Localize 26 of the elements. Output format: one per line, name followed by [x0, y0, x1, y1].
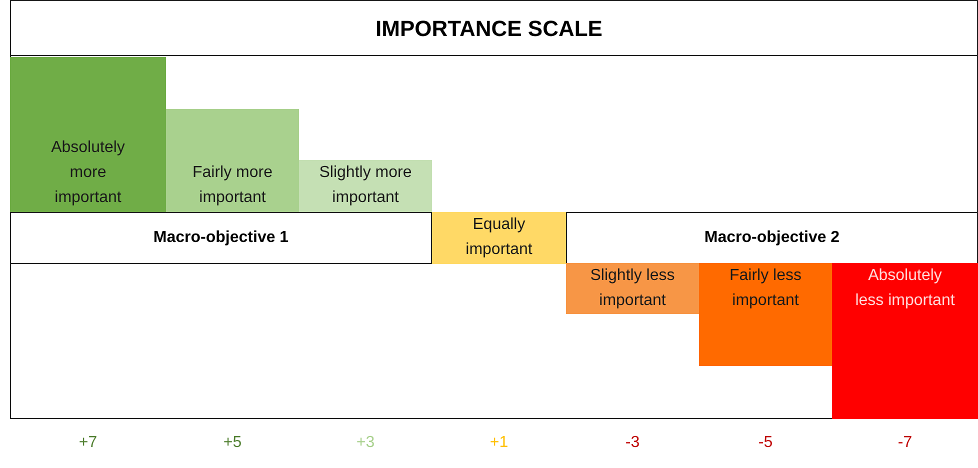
scale-bar	[699, 263, 832, 366]
scale-bar	[299, 160, 432, 212]
level-label: Slightly more important	[318, 163, 413, 208]
scale-value: -5	[757, 434, 774, 452]
level-label: Absolutely more important	[50, 138, 126, 208]
group-label: Macro-objective 1	[152, 228, 290, 248]
scale-value: -3	[624, 434, 641, 452]
scale-value: -7	[896, 434, 914, 452]
diagram-title: IMPORTANCE SCALE	[374, 16, 604, 42]
scale-bar	[10, 57, 166, 212]
scale-bar	[566, 263, 699, 314]
level-label: Slightly less important	[589, 266, 676, 311]
scale-value: +7	[78, 434, 98, 452]
scale-value: +3	[355, 434, 376, 452]
level-label: Fairly more important	[191, 163, 274, 208]
scale-bar	[166, 109, 299, 212]
level-label: Equally important	[464, 215, 534, 260]
group-band	[566, 212, 978, 264]
level-label: Fairly less important	[728, 266, 802, 311]
scale-bar	[432, 212, 566, 264]
scale-value: +5	[222, 434, 243, 452]
group-band	[10, 212, 432, 264]
group-label: Macro-objective 2	[703, 228, 841, 248]
scale-bar	[832, 263, 978, 419]
level-label: Absolutely less important	[854, 266, 956, 311]
scale-value: +1	[488, 434, 510, 452]
